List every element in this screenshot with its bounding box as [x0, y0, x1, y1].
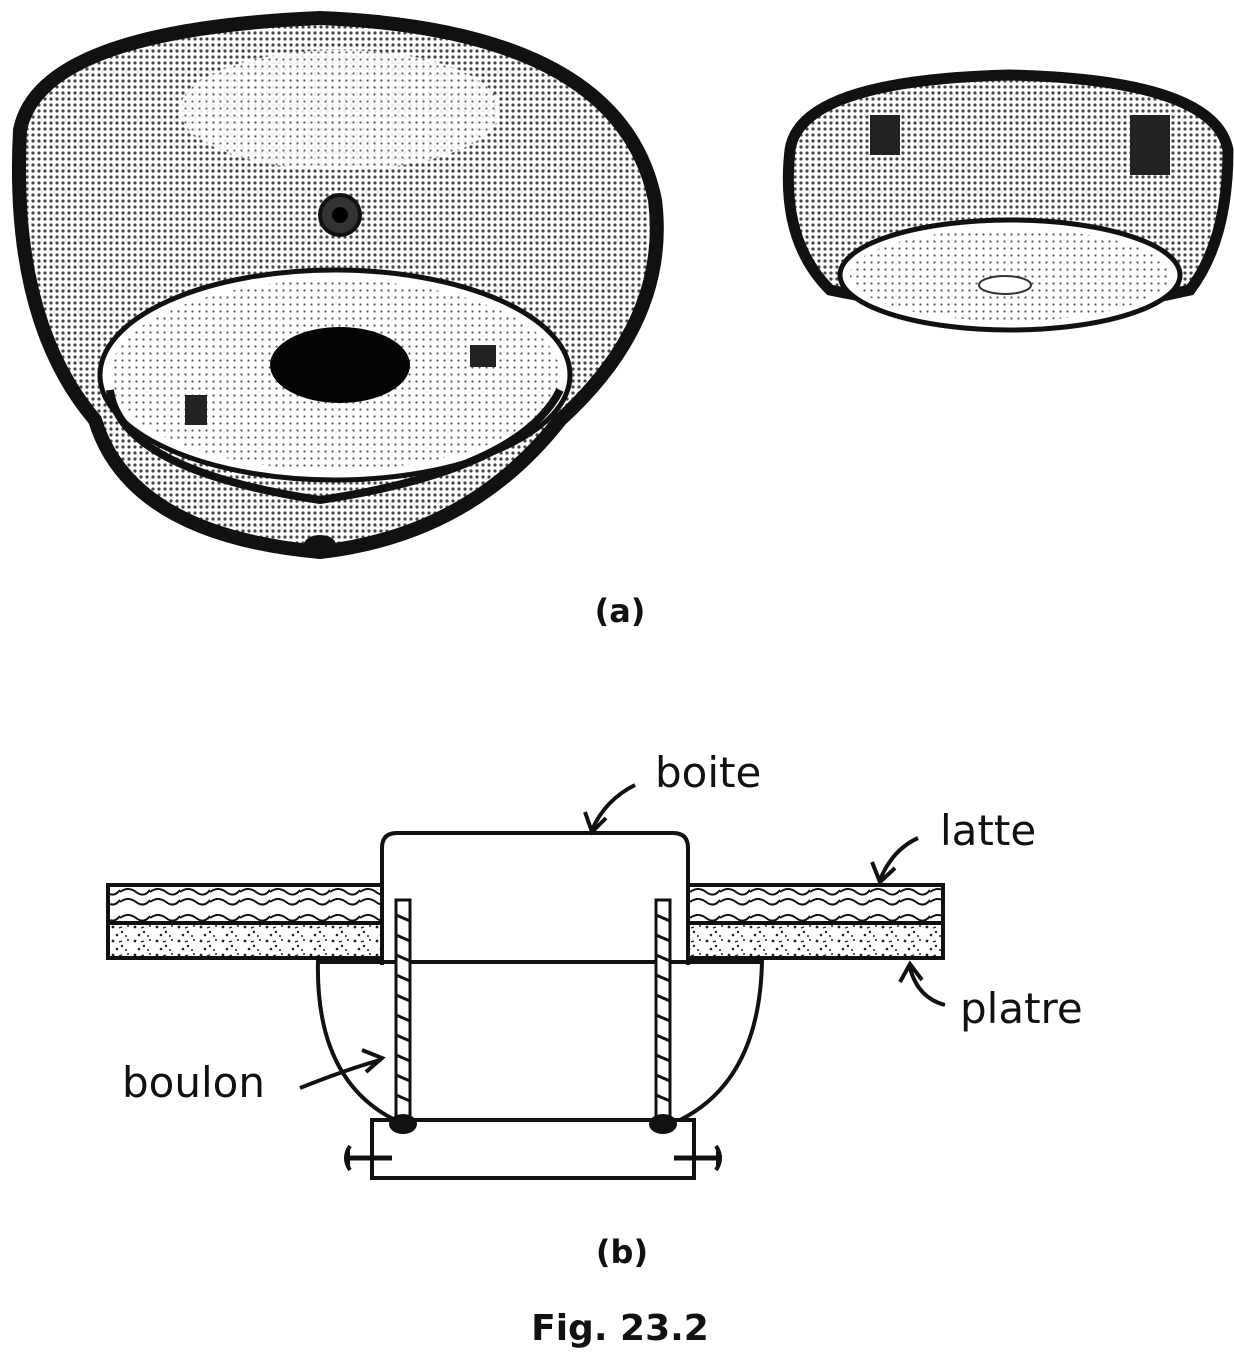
bolt-right [649, 898, 677, 1134]
arrow-platre [908, 967, 946, 1007]
arrow-latte [878, 836, 919, 881]
arrow-boite [590, 783, 636, 831]
lath-right [686, 883, 945, 925]
small-fixture-photo [782, 69, 1234, 333]
screw-left [344, 1144, 392, 1172]
label-platre: platre [960, 984, 1083, 1033]
label-boite: boite [655, 748, 762, 797]
bottom-plate [370, 1118, 696, 1180]
arrow-boulon [299, 1058, 381, 1090]
box-outline [380, 831, 690, 965]
mounting-diagram [106, 783, 946, 1180]
screw-right [674, 1144, 722, 1172]
lath-left [106, 883, 385, 925]
bolt-left [389, 898, 417, 1134]
label-boulon: boulon [122, 1058, 265, 1107]
caption-b: (b) [595, 1233, 649, 1271]
canopy-outline [315, 959, 764, 1122]
figure-caption: Fig. 23.2 [531, 1308, 709, 1349]
plaster-right [686, 921, 945, 960]
caption-a: (a) [594, 592, 646, 630]
large-fixture-photo [11, 10, 664, 560]
label-latte: latte [940, 806, 1037, 855]
plaster-left [106, 921, 385, 960]
